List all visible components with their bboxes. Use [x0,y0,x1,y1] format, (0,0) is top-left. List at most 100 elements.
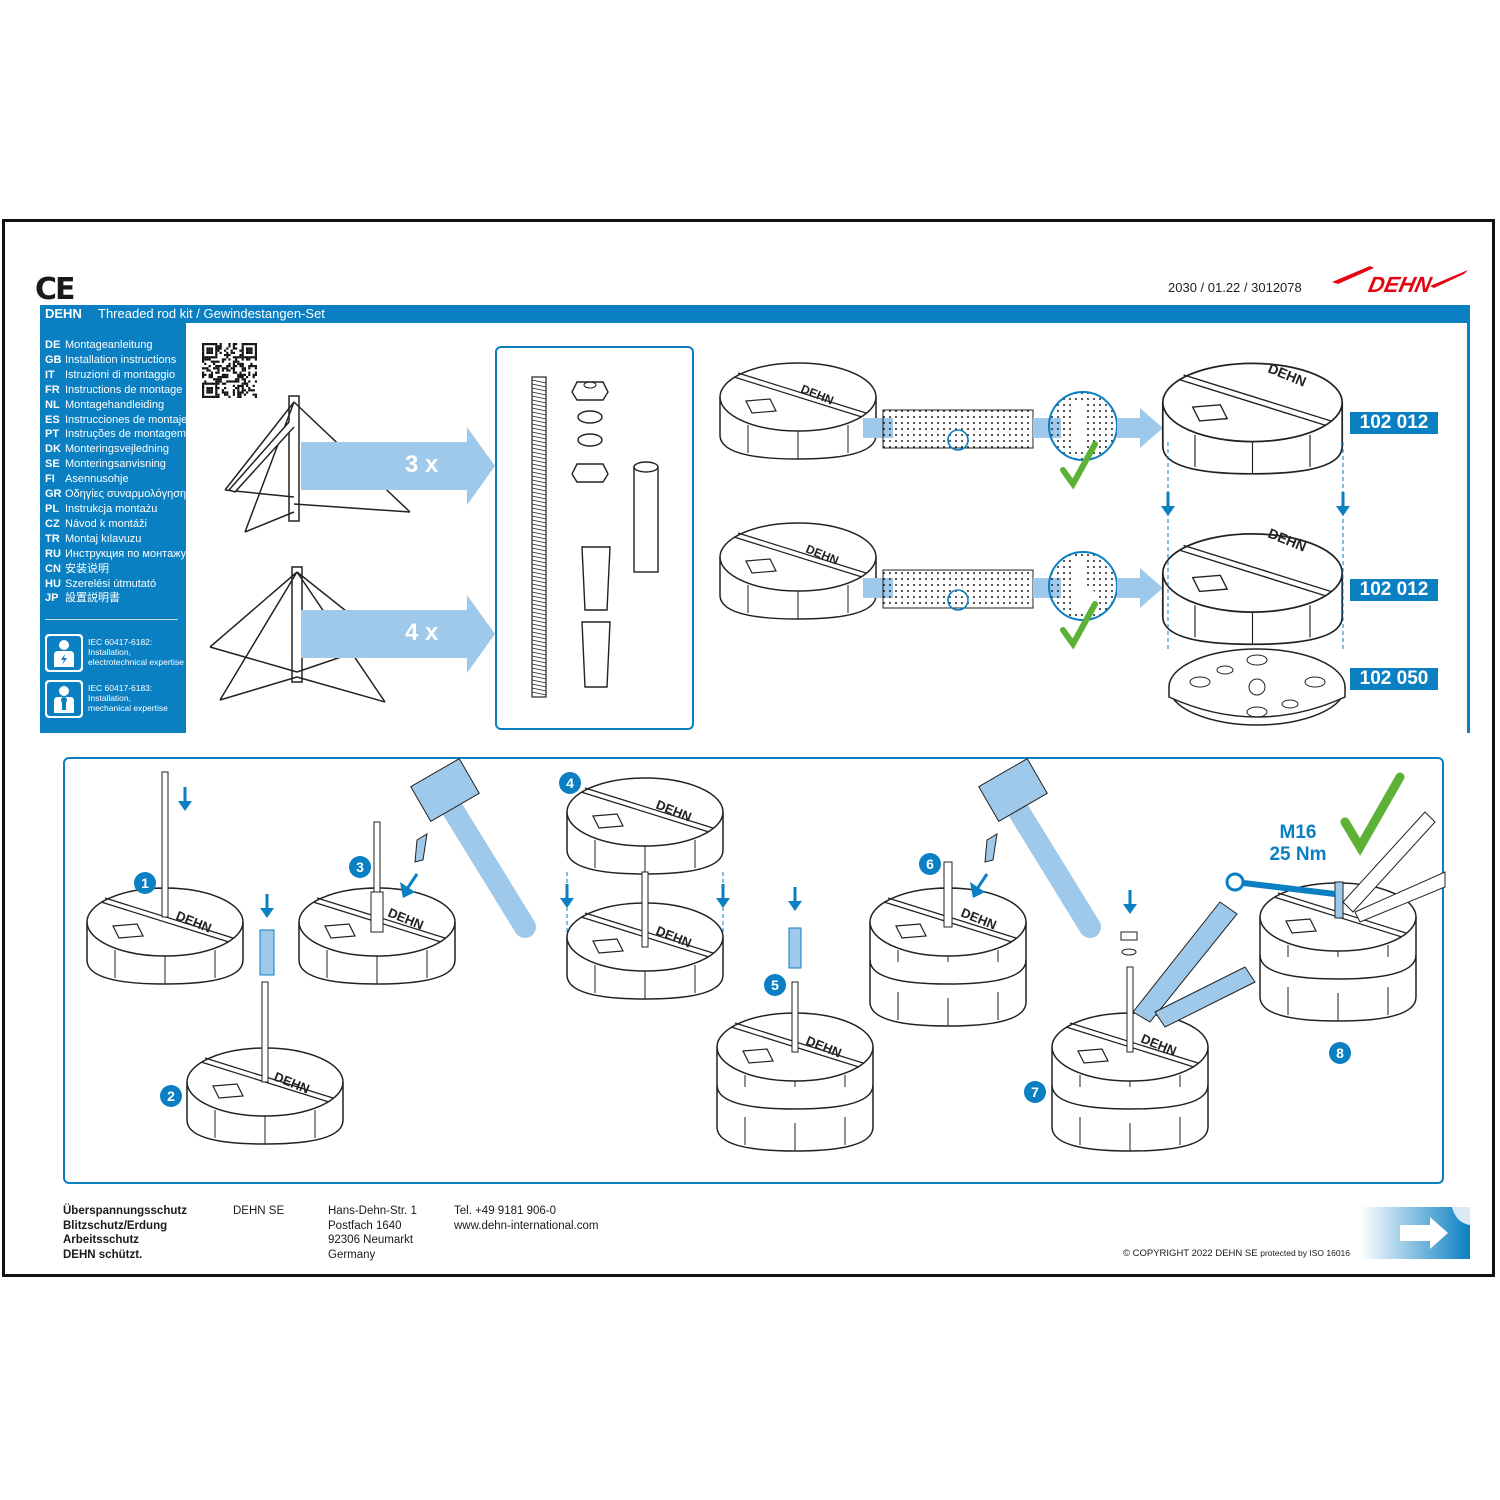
language-item: PT Instruções de montagem [45,427,186,442]
language-label: Instructions de montage [65,383,183,396]
footer-company: DEHN SE [233,1205,285,1217]
next-page-arrow-icon[interactable] [1360,1207,1470,1259]
check-icon [1060,441,1098,490]
language-code: IT [45,368,55,381]
nut [571,381,609,401]
language-code: PT [45,428,60,441]
multiplier-4x: 4 x [405,619,439,646]
assembly-steps-box [63,757,1444,1184]
address-line: Postfach 1640 [328,1219,402,1232]
language-code: JP [45,592,59,605]
language-item: TR Montaj kılavuzu [45,532,186,547]
torque-spec: M16 25 Nm [1260,822,1336,866]
qualification-expertise: electrotechnical expertise [88,657,184,667]
instruction-sheet: CE 2030 / 01.22 / 3012078 DEHN DEHN Thre… [2,219,1495,1277]
step-number-8: 8 [1329,1042,1351,1064]
step-number-1: 1 [134,872,156,894]
language-label: Montaj kılavuzu [65,532,142,545]
language-item: CN 安装说明 [45,562,186,577]
step-number-5: 5 [764,974,786,996]
parts-list-box [495,346,694,730]
step-number-4: 4 [559,772,581,794]
language-label: Installation instructions [65,353,177,366]
part-number-plate: 102 050 [1350,668,1438,690]
down-arrow [1334,490,1352,518]
language-code: FI [45,473,55,486]
concrete-base [719,362,877,460]
wedge [581,621,611,688]
website-link[interactable]: www.dehn-international.com [454,1219,599,1232]
right-accent-line [1467,323,1470,733]
qr-code [202,343,257,398]
footer-address: Hans-Dehn-Str. 1 Postfach 1640 92306 Neu… [328,1204,417,1262]
thread-size: M16 [1279,822,1317,843]
nut [571,463,609,483]
language-item: HU Szerelési útmutató [45,577,186,592]
part-number-base: 102 012 [1350,579,1438,601]
language-label: Montagehandleiding [65,398,165,411]
logo-text: DEHN [1366,272,1434,297]
language-code: DE [45,339,61,351]
language-label: Istruzioni di montaggio [65,368,176,381]
footer-contact: Tel. +49 9181 906-0 www.dehn-internation… [454,1204,598,1233]
qualification-expertise: mechanical expertise [88,703,168,713]
qualification-mechanical: IEC 60417-6183: Installation, mechanical… [44,679,184,721]
address-line: Germany [328,1248,376,1261]
language-label: Instruções de montagem [65,428,187,441]
wrench-icon [1234,879,1336,897]
document-number: 2030 / 01.22 / 3012078 [1168,280,1302,295]
language-code: CZ [45,517,60,530]
base-plate [1168,648,1346,726]
electrician-icon [45,634,83,672]
language-item: ES Instrucciones de montaje [45,413,188,428]
step-number-3: 3 [349,856,371,878]
down-arrow [1159,490,1177,518]
wedge-highlight [414,833,428,863]
language-code: PL [45,502,60,515]
footer-slogans: Überspannungsschutz Blitzschutz/Erdung A… [63,1204,187,1262]
language-label: 安装说明 [65,562,109,575]
language-label: Monteringsvejledning [65,443,169,456]
spacer-tube [633,461,659,573]
language-label: Οδηγίες συναρμολόγησης [65,488,192,501]
copyright-text: © COPYRIGHT 2022 DEHN SE [1123,1248,1258,1259]
language-code: ES [45,413,60,426]
qualification-electrotechnical: IEC 60417-6182: Installation, electrotec… [44,633,184,675]
mechanic-icon [45,680,83,718]
language-code: GR [45,488,62,501]
step-4-upper-base [566,777,724,875]
language-code: FR [45,383,60,396]
copyright: © COPYRIGHT 2022 DEHN SE protected by IS… [1123,1248,1350,1259]
language-code: SE [45,458,60,471]
qualification-standard: IEC 60417-6182: [88,637,153,647]
slogan: DEHN schützt. [63,1248,143,1261]
language-code: CN [45,562,61,575]
multiplier-3x: 3 x [405,451,439,478]
language-label: Szerelési útmutató [65,577,157,590]
washer [577,410,603,424]
multiplier-arrow-4x [301,595,495,673]
spacer-tube-highlight [259,929,275,976]
wedge [581,546,611,611]
title-bar: DEHN Threaded rod kit / Gewindestangen-S… [40,305,1470,323]
language-code: TR [45,532,60,545]
language-code: HU [45,577,61,590]
language-item: JP 設置説明書 [45,591,186,606]
iso-note: protected by ISO 16016 [1260,1248,1351,1258]
brand-label: DEHN [45,306,82,321]
check-icon [1340,772,1405,856]
language-label: 設置説明書 [65,592,120,605]
concrete-base [719,522,877,620]
check-icon [1060,601,1098,650]
cross-section [882,569,1034,609]
language-label: Instrucciones de montaje [65,413,188,426]
slogan: Arbeitsschutz [63,1234,140,1246]
slogan: Überspannungsschutz [63,1205,187,1217]
